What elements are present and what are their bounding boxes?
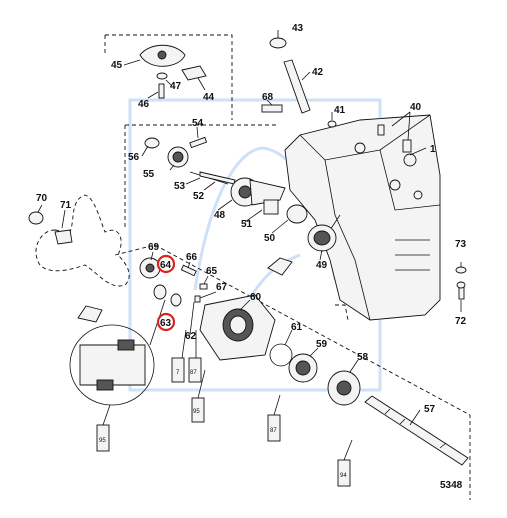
callout-56: 56 xyxy=(128,152,140,163)
callout-41: 41 xyxy=(334,105,346,116)
callout-42: 42 xyxy=(312,67,324,78)
callout-52: 52 xyxy=(193,191,205,202)
detail-inset xyxy=(69,299,166,406)
callout-44: 44 xyxy=(203,92,215,103)
callout-49: 49 xyxy=(316,260,328,271)
bearing-carrier-group xyxy=(153,264,318,383)
callout-57: 57 xyxy=(424,404,436,415)
highlight-markers xyxy=(156,254,176,332)
callout-64: 64 xyxy=(160,260,172,271)
highlight-circle-64 xyxy=(156,254,176,274)
tube-label-94: 94 xyxy=(340,473,347,479)
callout-1: 1 xyxy=(430,144,436,155)
propeller-group xyxy=(28,194,161,287)
callout-72: 72 xyxy=(455,316,467,327)
callout-70: 70 xyxy=(36,193,48,204)
callout-50: 50 xyxy=(264,233,276,244)
callout-65: 65 xyxy=(206,266,218,277)
highlight-circle-63 xyxy=(156,312,176,332)
driveshaft-housing-parts xyxy=(139,37,337,128)
callout-59: 59 xyxy=(316,339,328,350)
callout-45: 45 xyxy=(111,60,123,71)
tube-label-95-a: 95 xyxy=(193,409,200,415)
lubricant-tubes: 7 87 95 87 95 94 xyxy=(77,257,353,487)
tube-label-87-b: 87 xyxy=(270,428,277,434)
callout-40: 40 xyxy=(410,102,422,113)
callout-69: 69 xyxy=(148,242,160,253)
callout-63: 63 xyxy=(160,318,172,329)
callout-55: 55 xyxy=(143,169,155,180)
callout-73: 73 xyxy=(455,239,467,250)
callout-58: 58 xyxy=(357,352,369,363)
leader-lines xyxy=(37,30,462,426)
callout-53: 53 xyxy=(174,181,186,192)
callout-labels: 1 40 41 42 43 44 45 46 47 48 49 50 51 52… xyxy=(36,23,467,491)
callout-47: 47 xyxy=(170,81,182,92)
pinion-gear-group xyxy=(144,136,337,252)
callout-43: 43 xyxy=(292,23,304,34)
gearcase-housing xyxy=(284,114,441,321)
callout-46: 46 xyxy=(138,99,150,110)
anode-bolt-group xyxy=(455,266,467,300)
callout-68: 68 xyxy=(262,92,274,103)
tube-label-7: 7 xyxy=(176,370,180,376)
callout-66: 66 xyxy=(186,252,198,263)
propeller-shaft-group xyxy=(327,370,469,466)
callout-51: 51 xyxy=(241,219,253,230)
callout-62: 62 xyxy=(185,331,197,342)
callout-54: 54 xyxy=(192,118,204,129)
callout-48: 48 xyxy=(214,210,226,221)
callout-61: 61 xyxy=(291,322,303,333)
callout-60: 60 xyxy=(250,292,262,303)
callout-71: 71 xyxy=(60,200,72,211)
callout-67: 67 xyxy=(216,282,228,293)
tube-label-87-a: 87 xyxy=(190,370,197,376)
figure-number: 5348 xyxy=(440,480,463,491)
tube-label-95-b: 95 xyxy=(99,438,106,444)
